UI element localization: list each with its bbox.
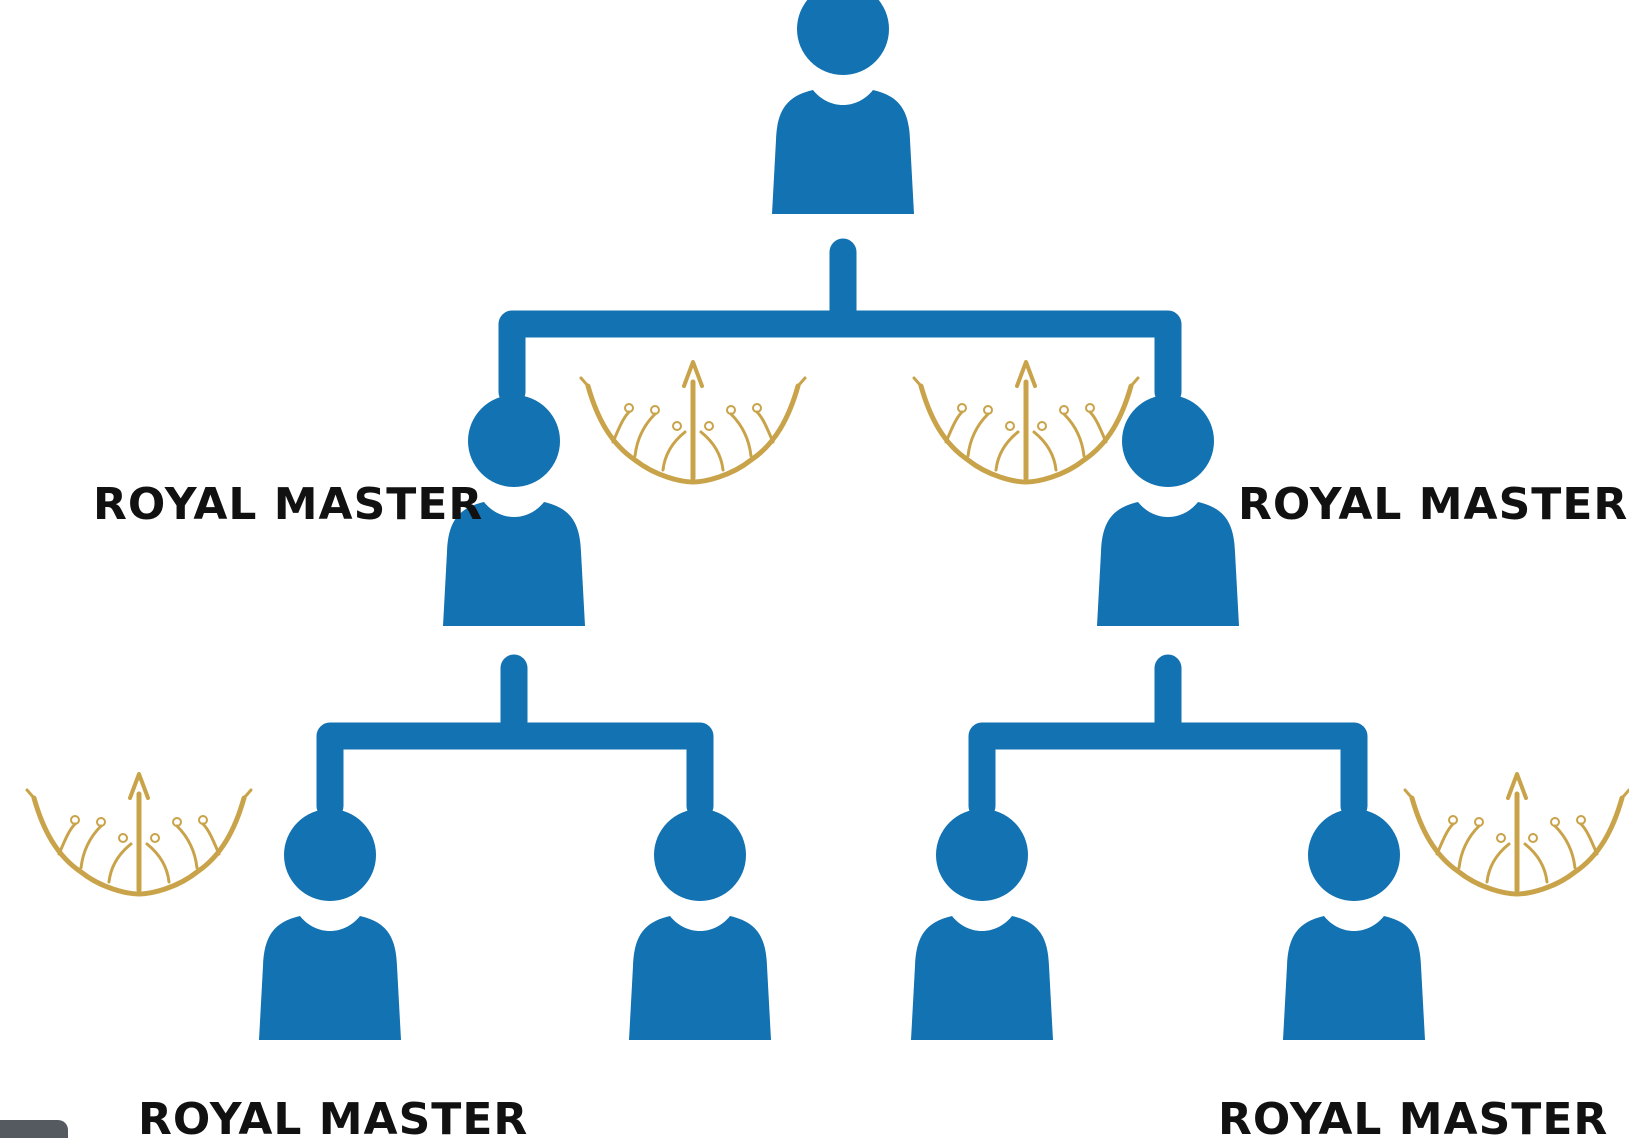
corner-overlay-tab xyxy=(0,1120,68,1138)
person-icon xyxy=(772,0,914,214)
person-icon xyxy=(911,809,1053,1040)
connector-top-branch xyxy=(498,310,1182,406)
connector-right-branch xyxy=(968,722,1368,820)
crown-icon xyxy=(914,362,1138,482)
connector-left-branch xyxy=(316,722,714,820)
label-bottom-left-royal-master: ROYAL MASTER xyxy=(138,1094,528,1138)
crown-icon xyxy=(27,774,251,894)
person-icon xyxy=(629,809,771,1040)
crown-icon xyxy=(581,362,805,482)
person-icon xyxy=(259,809,401,1040)
person-icon xyxy=(1283,809,1425,1040)
label-left-royal-master: ROYAL MASTER xyxy=(93,479,483,530)
label-right-royal-master: ROYAL MASTER xyxy=(1238,479,1628,530)
person-icon xyxy=(1097,395,1239,626)
label-bottom-right-royal-master: ROYAL MASTER xyxy=(1218,1094,1608,1138)
crown-icon xyxy=(1405,774,1629,894)
